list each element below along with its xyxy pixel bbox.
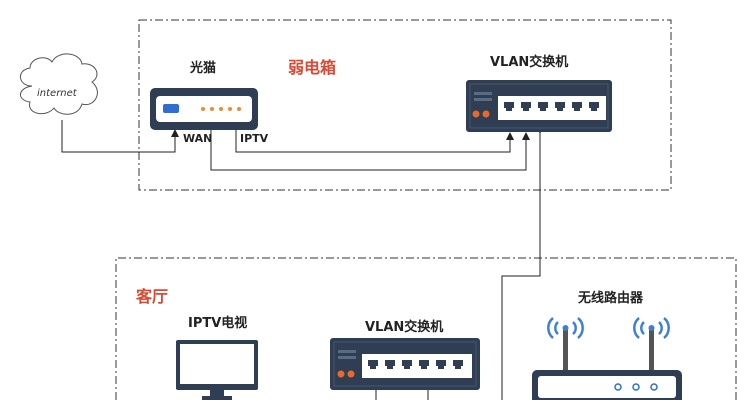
living-room-zone (115, 257, 737, 400)
vlan-switch-top (466, 80, 612, 132)
iptv-port-label: IPTV (240, 132, 269, 145)
modem-label: 光猫 (190, 61, 217, 76)
link-switch-living (501, 126, 544, 400)
wifi-icon (547, 317, 670, 339)
weak-box-label: 弱电箱 (288, 58, 337, 77)
internet-label: internet (37, 88, 77, 99)
iptv-tv-label: IPTV电视 (188, 316, 248, 331)
tv-icon (176, 340, 258, 400)
weak-box-zone (138, 19, 672, 191)
vlan-switch-bottom-label: VLAN交换机 (365, 320, 444, 335)
router-device (532, 317, 682, 400)
living-room-label: 客厅 (136, 287, 169, 306)
vlan-switch-bottom (330, 338, 480, 390)
connections (61, 120, 544, 400)
cloud-icon (20, 53, 98, 115)
modem-device (150, 88, 258, 130)
router-label: 无线路由器 (578, 291, 644, 306)
link-iptv-switch (235, 130, 514, 153)
wan-port-label: WAN (183, 132, 213, 145)
link-internet-wan (61, 120, 179, 153)
vlan-switch-top-label: VLAN交换机 (490, 55, 569, 70)
link-wan-switch (210, 130, 530, 171)
